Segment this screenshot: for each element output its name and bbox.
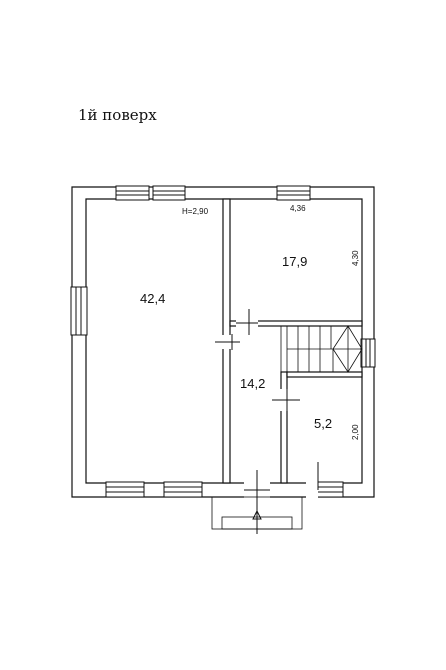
doors	[215, 309, 319, 505]
room-area-label: 5,2	[314, 416, 332, 431]
room-length-dimension: 4,30	[351, 250, 360, 266]
interior-walls	[222, 198, 363, 484]
room-area-label: 14,2	[240, 376, 265, 391]
staircase	[286, 325, 363, 373]
room-area-label: 17,9	[282, 254, 307, 269]
room-length-dimension: 2,00	[351, 424, 360, 440]
floor-title: 1й поверх	[78, 106, 157, 124]
ceiling-height-label: H=2,90	[182, 207, 209, 216]
room-area-label: 42,4	[140, 291, 165, 306]
room-width-dimension: 4,36	[290, 204, 306, 213]
windows	[70, 185, 376, 498]
entrance-porch	[211, 496, 303, 534]
